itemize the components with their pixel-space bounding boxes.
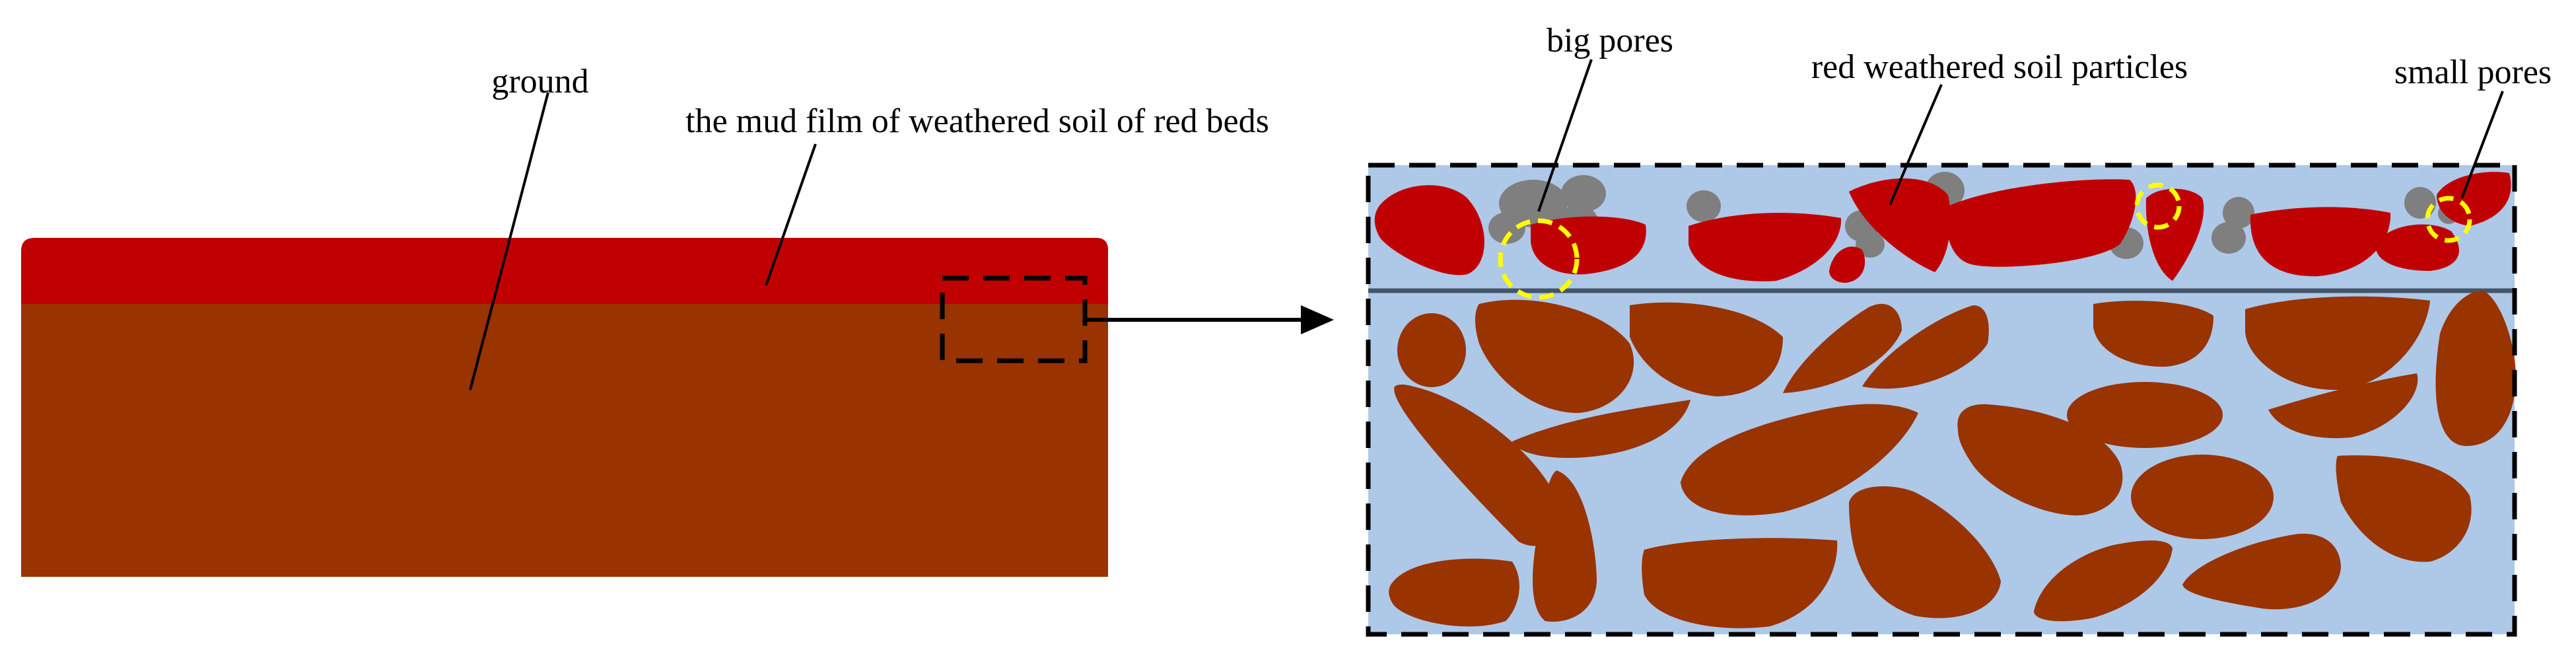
label-small-pores: small pores xyxy=(2394,54,2552,91)
zoom-selection-box xyxy=(940,276,1088,363)
leader-lines xyxy=(469,59,2504,390)
ground-layer xyxy=(21,291,1108,577)
magnified-view xyxy=(1366,163,2517,637)
zoom-arrow xyxy=(1086,305,1334,334)
small-pore-highlight-1 xyxy=(2134,182,2182,230)
ground-block xyxy=(21,238,1108,577)
labels: ground the mud film of weathered soil of… xyxy=(491,22,2552,140)
label-big-pores: big pores xyxy=(1547,22,1673,59)
label-ground: ground xyxy=(491,63,588,100)
label-mud-film: the mud film of weathered soil of red be… xyxy=(685,102,1269,140)
leader-mud-film xyxy=(765,143,817,286)
big-pore-highlight xyxy=(1498,218,1580,300)
red-particles xyxy=(1374,172,2511,283)
leader-big-pores xyxy=(1537,59,1593,212)
label-red-particles: red weathered soil particles xyxy=(1811,48,2188,86)
leader-small-pores xyxy=(2460,91,2504,199)
leader-red-particles xyxy=(1889,84,1943,205)
magnified-frame xyxy=(1366,163,2517,637)
pore-highlights xyxy=(1498,182,2472,300)
leader-ground xyxy=(469,92,549,390)
mud-film-layer xyxy=(21,238,1108,304)
brown-particles xyxy=(1389,291,2517,628)
small-pore-highlight-2 xyxy=(2425,196,2472,243)
